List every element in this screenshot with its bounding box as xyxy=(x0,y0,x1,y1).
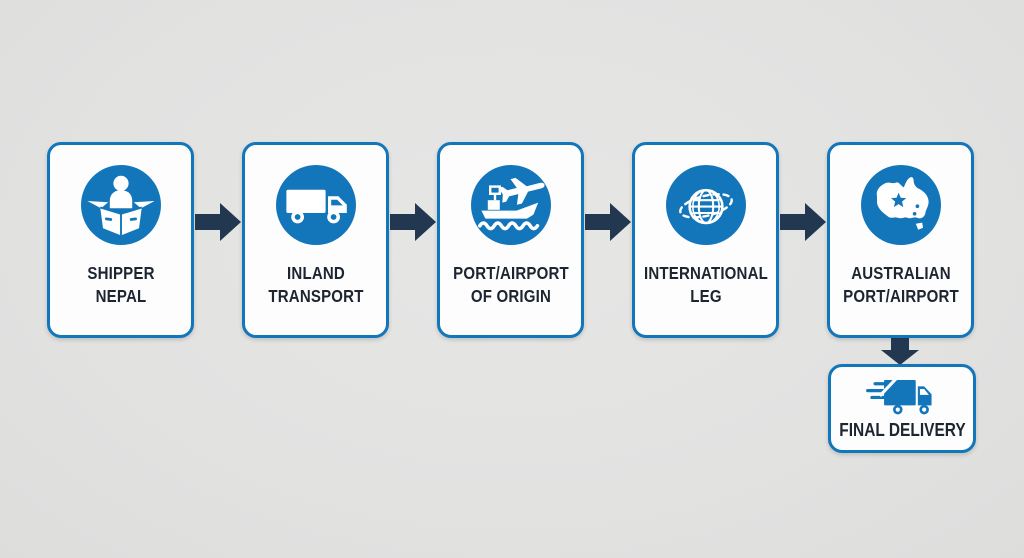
arrow-right-icon xyxy=(779,202,827,242)
step-label: SHIPPER NEPAL xyxy=(52,262,190,308)
arrow-right-icon xyxy=(389,202,437,242)
step-label-line2: OF ORIGIN xyxy=(470,286,551,306)
step-card-international-leg: INTERNATIONAL LEG xyxy=(632,142,779,338)
step-card-shipper-nepal: SHIPPER NEPAL xyxy=(47,142,194,338)
step-label-line2: PORT/AIRPORT xyxy=(842,286,959,306)
step-label-line1: SHIPPER xyxy=(86,263,155,283)
step-label-line2: TRANSPORT xyxy=(267,286,364,306)
shipper-box-icon xyxy=(80,165,161,245)
fast-truck-icon xyxy=(866,379,932,415)
arrow-right-icon xyxy=(194,202,242,242)
arrow-down-icon xyxy=(881,338,919,365)
step-label-line1: INTERNATIONAL xyxy=(643,263,768,283)
final-delivery-label: FINAL DELIVERY xyxy=(838,420,966,440)
step-label-line2: LEG xyxy=(689,286,722,306)
ship-plane-icon xyxy=(470,165,551,245)
step-label-line1: AUSTRALIAN xyxy=(850,263,951,283)
step-card-port-airport-origin: PORT/AIRPORT OF ORIGIN xyxy=(437,142,584,338)
truck-icon xyxy=(275,165,356,245)
final-delivery-card: FINAL DELIVERY xyxy=(828,364,976,453)
globe-icon xyxy=(665,165,746,245)
step-label: AUSTRALIAN PORT/AIRPORT xyxy=(832,262,970,308)
australia-map-icon xyxy=(860,165,941,245)
step-card-australian-port-airport: AUSTRALIAN PORT/AIRPORT xyxy=(827,142,974,338)
flow-row: SHIPPER NEPAL INLAND TRAN xyxy=(47,142,974,338)
step-label: PORT/AIRPORT OF ORIGIN xyxy=(442,262,580,308)
step-label: INTERNATIONAL LEG xyxy=(637,262,775,308)
step-label-line1: PORT/AIRPORT xyxy=(452,263,569,283)
arrow-right-icon xyxy=(584,202,632,242)
step-label-line2: NEPAL xyxy=(95,286,146,306)
step-card-inland-transport: INLAND TRANSPORT xyxy=(242,142,389,338)
step-label: INLAND TRANSPORT xyxy=(247,262,385,308)
step-label-line1: INLAND xyxy=(286,263,345,283)
